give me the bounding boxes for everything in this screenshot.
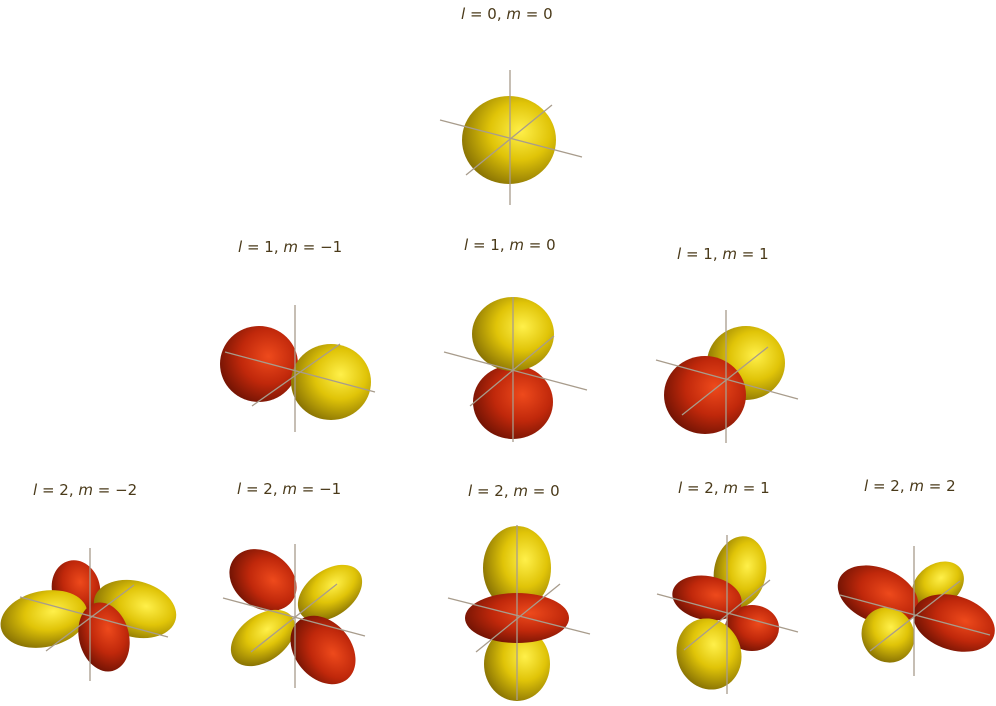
- axis-x: [447, 597, 591, 635]
- axis-x: [839, 594, 991, 636]
- lobe-negative: [672, 575, 742, 621]
- lobe-negative: [290, 615, 356, 685]
- lobe-negative: [78, 602, 130, 672]
- orbital-l2-m0: [447, 525, 591, 701]
- orbital-l1-m1: [655, 310, 799, 443]
- lobe-positive: [297, 564, 363, 622]
- orbital-label-l1-m0: l = 1, m = 0: [464, 236, 556, 254]
- axis-y: [869, 580, 961, 652]
- orbital-l2-m1: [656, 535, 799, 694]
- lobe-positive: [291, 344, 371, 420]
- orbital-l0-m0: [439, 70, 583, 205]
- axis-x: [19, 596, 169, 638]
- axis-y: [475, 583, 561, 653]
- lobe-negative: [220, 326, 298, 402]
- lobe-positive: [230, 609, 296, 667]
- axis-y: [683, 579, 771, 651]
- orbital-label-l1-m1: l = 1, m = 1: [677, 245, 769, 263]
- axis-x: [443, 351, 588, 391]
- orbital-label-l0-m0: l = 0, m = 0: [461, 5, 553, 23]
- lobe-negative: [229, 549, 297, 611]
- lobe-positive: [676, 618, 742, 690]
- orbital-l2-m-1: [222, 544, 366, 688]
- orbital-label-l1-m-1: l = 1, m = −1: [238, 238, 343, 256]
- axis-y: [681, 346, 769, 416]
- orbital-l2-m-2: [0, 548, 177, 681]
- lobe-negative: [913, 594, 995, 652]
- axis-x: [222, 597, 366, 637]
- orbital-label-l2-m1: l = 2, m = 1: [678, 479, 770, 497]
- orbital-l1-m0: [443, 297, 588, 442]
- lobe-positive: [0, 590, 88, 648]
- axis-y: [251, 343, 341, 407]
- orbital-label-l2-m2: l = 2, m = 2: [864, 477, 956, 495]
- axis-y: [465, 104, 553, 176]
- axis-y: [250, 583, 338, 653]
- orbital-label-l2-m-2: l = 2, m = −2: [33, 481, 138, 499]
- axis-y: [45, 584, 135, 652]
- lobe-positive: [861, 607, 915, 663]
- orbital-label-l2-m0: l = 2, m = 0: [468, 482, 560, 500]
- orbital-l1-m-1: [220, 305, 376, 432]
- orbital-label-l2-m-1: l = 2, m = −1: [237, 480, 342, 498]
- axis-x: [656, 593, 799, 633]
- lobe-negative: [664, 356, 746, 434]
- orbital-l2-m2: [837, 546, 995, 676]
- axis-y: [469, 335, 555, 407]
- lobe-negative: [837, 565, 919, 625]
